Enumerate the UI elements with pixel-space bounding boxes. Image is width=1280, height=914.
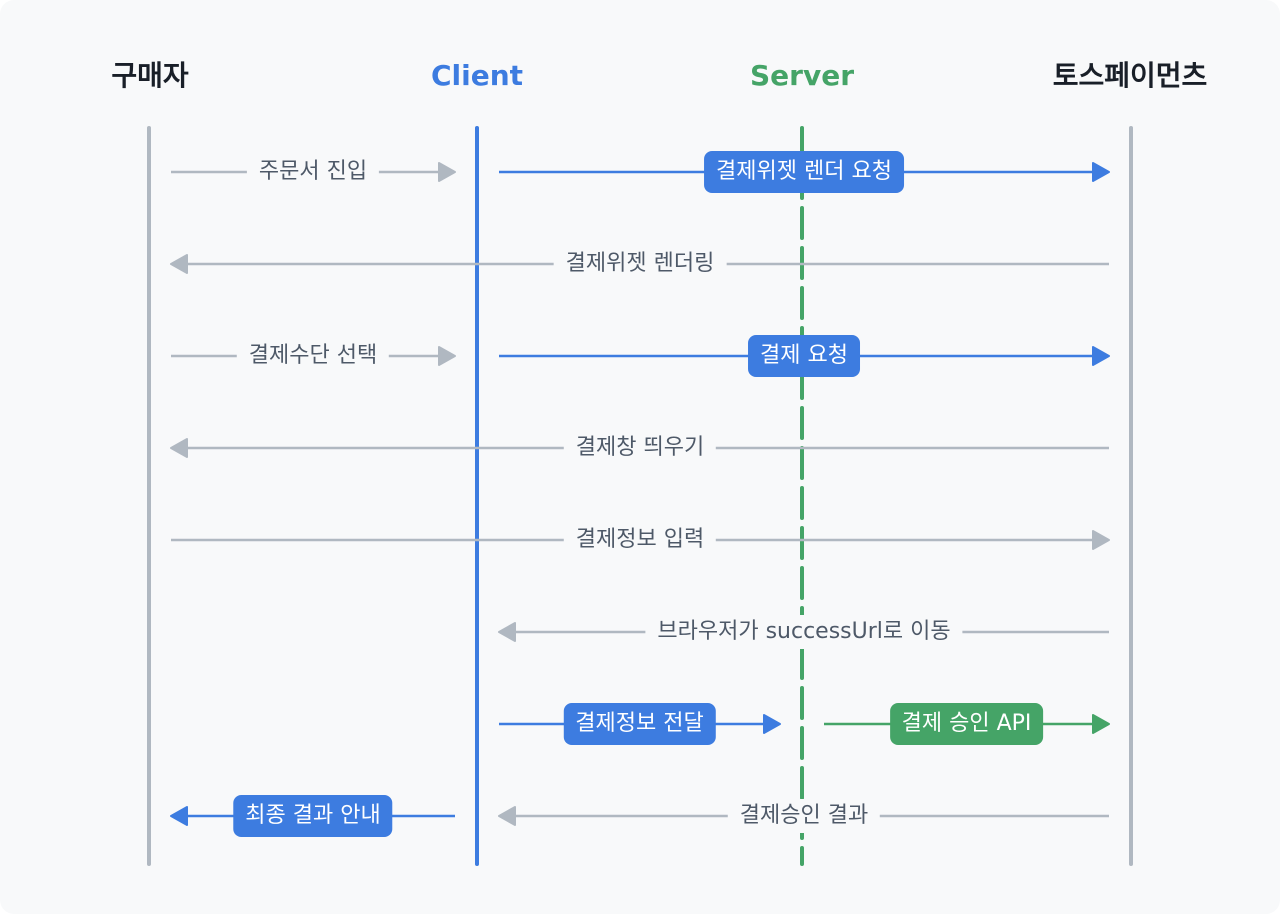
arrowhead-m12 (170, 806, 188, 826)
arrowhead-m10 (1092, 714, 1110, 734)
message-label-m12: 최종 결과 안내 (233, 795, 393, 837)
message-label-m5: 결제 요청 (748, 335, 860, 377)
message-label-m7: 결제정보 입력 (563, 523, 717, 557)
actor-buyer-title: 구매자 (111, 59, 189, 92)
arrowhead-m4 (438, 346, 456, 366)
message-label-m8: 브라우저가 successUrl로 이동 (645, 615, 963, 649)
arrowhead-m8 (498, 622, 516, 642)
message-label-m11: 결제승인 결과 (727, 799, 881, 833)
arrowhead-m3 (170, 254, 188, 274)
arrowhead-m1 (438, 162, 456, 182)
message-label-m4: 결제수단 선택 (236, 339, 390, 373)
arrowhead-m6 (170, 438, 188, 458)
actor-server-title: Server (749, 59, 854, 92)
message-label-m10: 결제 승인 API (889, 703, 1044, 745)
arrowhead-m5 (1092, 346, 1110, 366)
message-label-m9: 결제정보 전달 (563, 703, 716, 745)
arrowhead-m11 (498, 806, 516, 826)
arrowhead-m9 (763, 714, 781, 734)
message-label-m6: 결제창 띄우기 (563, 431, 717, 465)
message-label-m1: 주문서 진입 (246, 155, 380, 189)
actor-client-title: Client (430, 59, 524, 92)
message-label-m2: 결제위젯 렌더 요청 (704, 151, 904, 193)
arrowhead-m7 (1092, 530, 1110, 550)
message-label-m3: 결제위젯 렌더링 (553, 247, 727, 281)
actor-toss-title: 토스페이먼츠 (1052, 59, 1208, 92)
arrowhead-m2 (1092, 162, 1110, 182)
